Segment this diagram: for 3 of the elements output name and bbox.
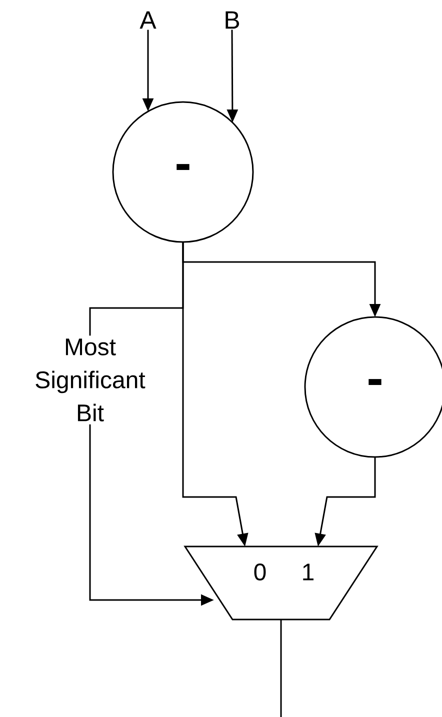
edge-label: Most Significant Bit bbox=[23, 336, 157, 424]
input-label: A bbox=[140, 11, 156, 29]
input-label: B bbox=[226, 11, 240, 29]
